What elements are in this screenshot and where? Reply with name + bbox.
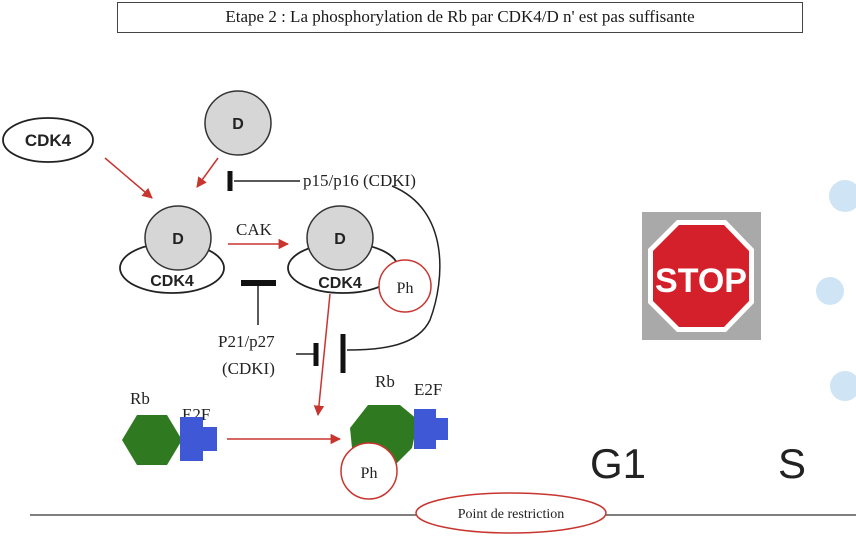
restriction-point-label: Point de restriction — [458, 507, 565, 522]
ph-cdk-label: Ph — [397, 280, 414, 297]
e2f-right-label: E2F — [414, 380, 442, 399]
ph-cdk-node — [378, 259, 432, 313]
cak-label: CAK — [236, 220, 273, 239]
cdk4-active-label: CDK4 — [318, 275, 362, 292]
rb-left-label: Rb — [130, 389, 150, 408]
rb-left-node — [122, 415, 182, 465]
cyclin-d-free-label: D — [232, 116, 244, 133]
cyclin-d-bound-label: D — [172, 231, 184, 248]
e2f-right-node — [414, 409, 448, 449]
e2f-left-node — [180, 417, 217, 461]
rb-right-label: Rb — [375, 372, 395, 391]
phase-s-label: S — [778, 440, 806, 487]
restriction-point-node — [415, 492, 607, 534]
arrow-cdk4-to-complex — [104, 157, 153, 199]
arrow-cyclin-to-complex — [196, 157, 219, 188]
phase-dot-3 — [830, 371, 856, 401]
cdk4-bound-label: CDK4 — [150, 273, 194, 290]
cyclin-d-active-node — [306, 205, 374, 271]
cdk4-free-node — [2, 117, 94, 163]
p15-curve-to-bar — [346, 185, 441, 351]
cyclin-d-free-node — [204, 90, 272, 156]
slide-title: Etape 2 : La phosphorylation de Rb par C… — [117, 2, 803, 33]
stop-sign-label: STOP — [655, 262, 747, 300]
phase-dot-2 — [816, 277, 844, 305]
phase-dot-1 — [829, 180, 856, 212]
stop-sign-icon: STOP — [642, 212, 761, 340]
ph-rb-node — [340, 442, 398, 500]
p21-p27-label-line1: P21/p27 — [218, 332, 275, 351]
ph-rb-label: Ph — [361, 465, 378, 482]
arrow-complex-to-rb — [313, 293, 331, 417]
phase-g1-label: G1 — [590, 440, 646, 487]
cyclin-d-bound-node — [144, 205, 212, 271]
p15-p16-label: p15/p16 (CDKI) — [303, 171, 416, 190]
cdk4-free-label: CDK4 — [25, 131, 72, 150]
cyclin-d-active-label: D — [334, 231, 346, 248]
p21-p27-label-line2: (CDKI) — [222, 359, 275, 378]
